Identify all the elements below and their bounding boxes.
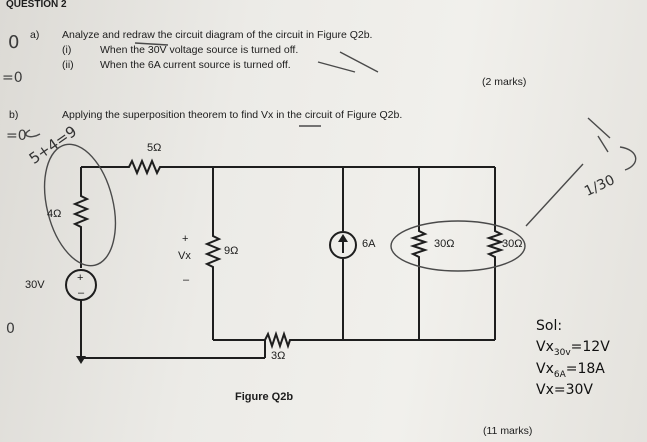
pencil-underline-voltage (134, 42, 169, 46)
r-bottom-label: 3Ω (271, 350, 286, 362)
pencil-circle-left (43, 143, 117, 267)
vx-label: Vx (178, 250, 191, 262)
i-source-label: 6A (362, 238, 376, 250)
vx-minus: – (183, 274, 190, 286)
v-source-plus: + (77, 272, 84, 284)
r-left-label: 4Ω (47, 208, 62, 220)
pencil-scribble-edge (619, 146, 637, 171)
part-b-label: b) (9, 109, 19, 121)
part-a-label: a) (30, 29, 40, 41)
handwritten-equals-zero-1: =0 (2, 70, 23, 86)
solution-line-1-sub: 30v (553, 347, 571, 358)
part-b-marks: (11 marks) (483, 425, 533, 437)
pencil-tick-top (339, 51, 379, 73)
solution-line-2-main: Vx (536, 361, 554, 377)
handwritten-zero-bottom: 0 (6, 321, 15, 337)
solution-line-1: Vx30v=12V (536, 339, 610, 358)
solution-line-1-value: =12V (570, 339, 610, 355)
item-i-text: When the 30V voltage source is turned of… (100, 44, 299, 56)
solution-line-1-main: Vx (536, 339, 554, 355)
item-ii-number: (ii) (62, 59, 74, 71)
part-b-prompt: Applying the superposition theorem to fi… (62, 109, 403, 121)
top-wire-with-5-ohm-resistor (81, 158, 495, 176)
pencil-circle-right (390, 220, 526, 272)
pencil-scribble-right (587, 117, 611, 153)
part-a-marks: (2 marks) (482, 76, 527, 88)
pencil-arrow-line (525, 163, 584, 227)
bottom-wire-with-3-ohm-resistor (213, 330, 495, 350)
v-source-label: 30V (25, 279, 45, 291)
handwritten-zero-top: 0 (8, 32, 19, 53)
parallel-30-ohm-resistor-1 (409, 167, 429, 340)
r-top-label: 5Ω (147, 142, 162, 154)
r-vx-label: 9Ω (224, 245, 239, 257)
current-arrow-head (338, 234, 348, 242)
part-a-prompt: Analyze and redraw the circuit diagram o… (62, 29, 373, 41)
ground-node (76, 356, 86, 364)
item-i-number: (i) (62, 44, 72, 56)
solution-line-2-sub: 6A (553, 369, 566, 380)
question-heading: QUESTION 2 (6, 0, 67, 10)
solution-line-2-value: =18A (565, 361, 605, 377)
current-source-6a (329, 231, 357, 259)
parallel-30-ohm-resistor-2 (485, 167, 505, 340)
solution-label: Sol: (536, 318, 563, 334)
item-ii-text: When the 6A current source is turned off… (100, 59, 291, 71)
pencil-dash-top (317, 61, 356, 73)
vx-plus: + (182, 233, 189, 245)
pencil-scribble-left (25, 129, 41, 138)
solution-line-3: Vx=30V (536, 382, 593, 398)
solution-line-2: Vx6A=18A (536, 361, 605, 380)
r-p1-label: 30Ω (434, 238, 455, 250)
vx-branch-9-ohm-resistor (204, 167, 222, 340)
left-branch-4-ohm-resistor (72, 167, 90, 268)
v-source-minus: – (78, 287, 85, 299)
r-p2-label: 30Ω (502, 238, 523, 250)
figure-caption: Figure Q2b (235, 391, 294, 403)
handwritten-equals-zero-2: =0 (6, 128, 27, 144)
